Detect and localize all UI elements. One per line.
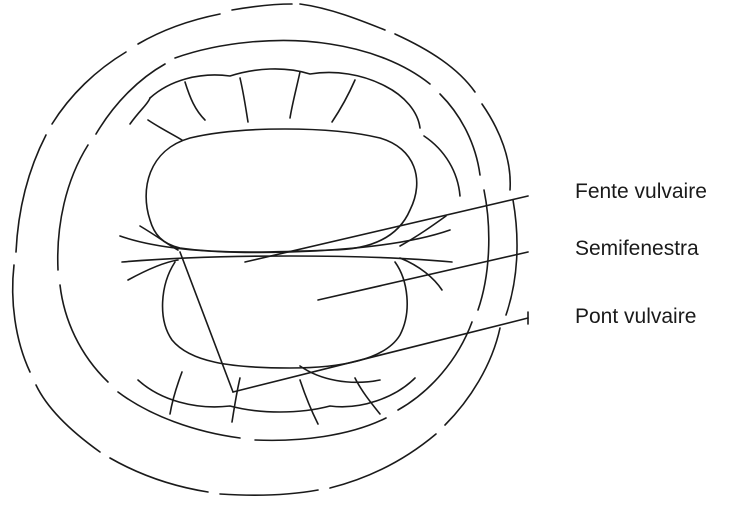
middle-ring	[58, 40, 489, 440]
leader-pont-vulvaire-return	[180, 252, 233, 392]
label-pont-vulvaire: Pont vulvaire	[575, 306, 696, 327]
label-semifenestra: Semifenestra	[575, 238, 699, 259]
leader-pont-vulvaire	[233, 318, 528, 392]
outer-cone-outline	[13, 4, 517, 495]
leader-fente-vulvaire	[245, 196, 528, 262]
lower-lobe	[163, 262, 408, 368]
upper-lobe	[146, 129, 417, 252]
label-fente-vulvaire: Fente vulvaire	[575, 181, 707, 202]
